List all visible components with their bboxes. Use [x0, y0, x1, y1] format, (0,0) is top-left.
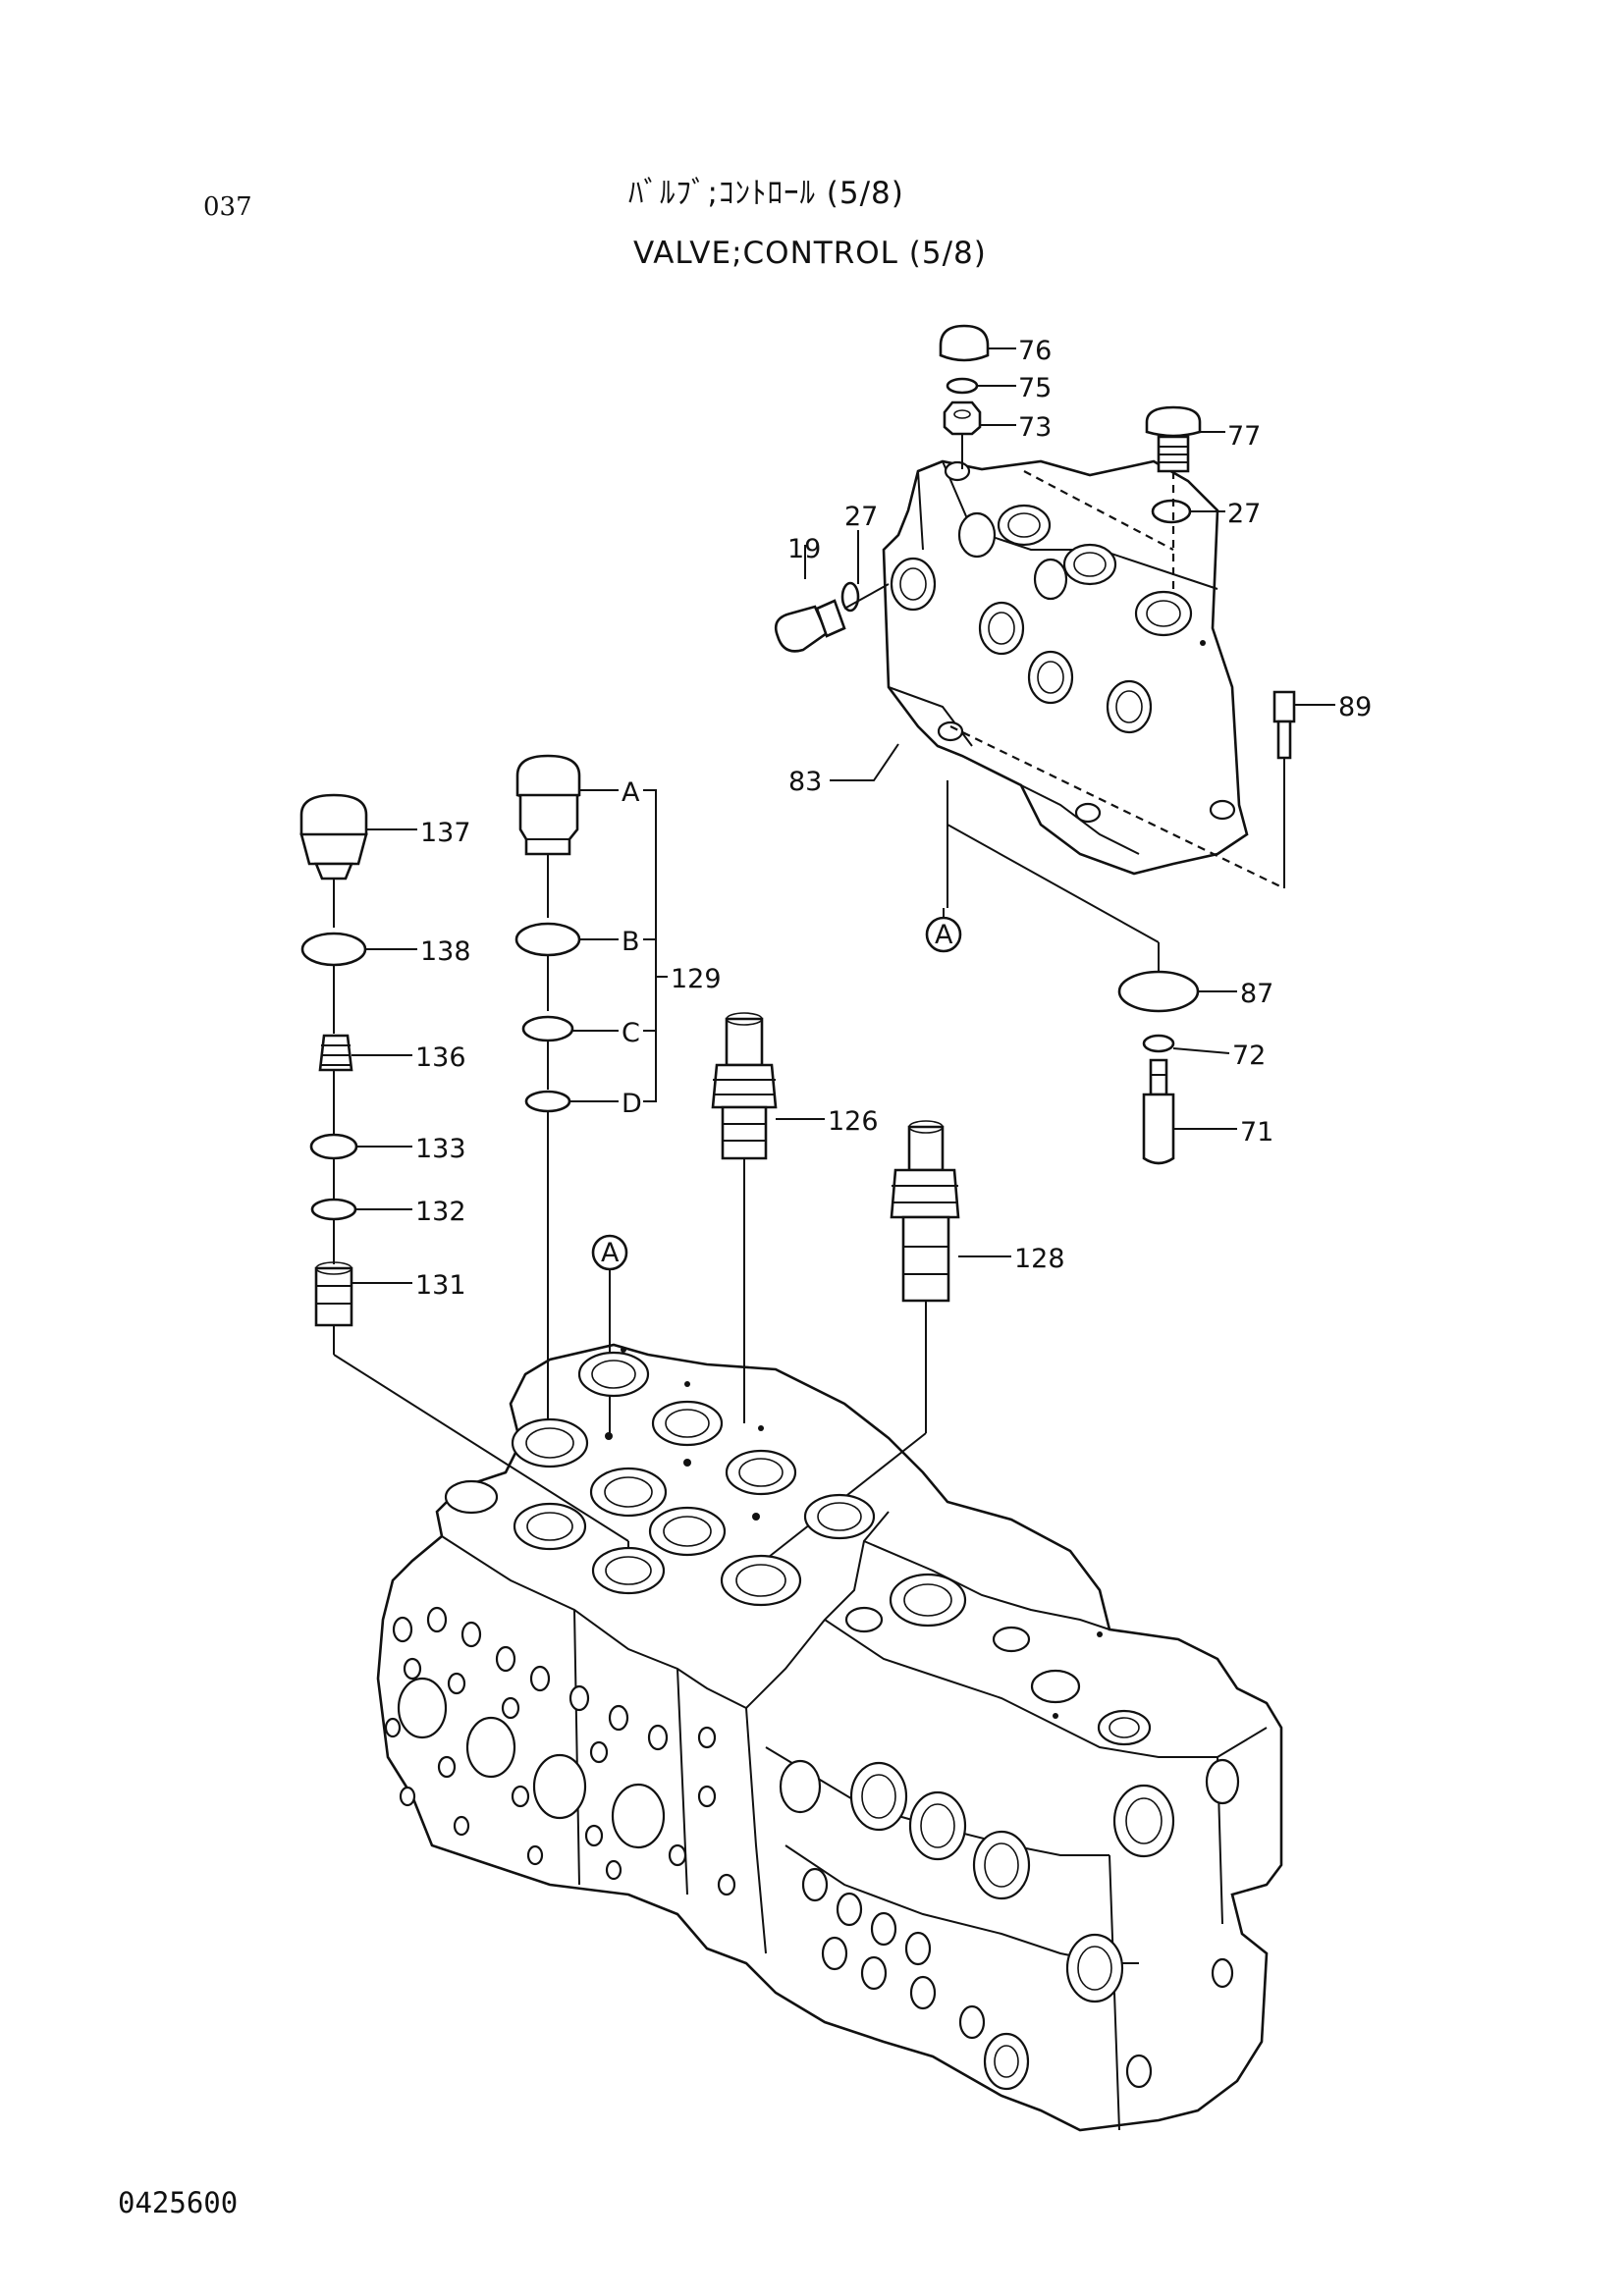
plug-77: [1145, 405, 1202, 473]
o-ring-129c: [521, 1015, 574, 1042]
label-83: 83: [788, 767, 822, 797]
reference-label-a-bottom: A: [601, 1238, 620, 1268]
upper-housing-assembly: [882, 459, 1249, 876]
o-ring-138: [300, 932, 367, 967]
o-ring-132: [310, 1198, 357, 1221]
label-27-right: 27: [1227, 499, 1261, 529]
label-129-b: B: [622, 927, 640, 957]
o-ring-27-right: [1151, 499, 1192, 524]
bolt-89: [1272, 690, 1296, 760]
label-126: 126: [828, 1106, 879, 1137]
label-129-d: D: [622, 1089, 642, 1119]
page-number: 037: [203, 192, 252, 222]
nut-73: [943, 400, 982, 436]
label-87: 87: [1240, 979, 1273, 1009]
washer-75: [946, 377, 979, 395]
valve-cartridge-129a: [515, 754, 581, 856]
label-128: 128: [1014, 1244, 1065, 1274]
label-76: 76: [1018, 336, 1052, 366]
label-129-c: C: [622, 1018, 640, 1048]
label-132: 132: [415, 1197, 466, 1227]
page-title-japanese: ﾊﾞﾙﾌﾞ;ｺﾝﾄﾛｰﾙ (5/8): [628, 176, 904, 211]
figure-code: 0425600: [118, 2186, 239, 2219]
spool-71: [1142, 1058, 1175, 1165]
label-133: 133: [415, 1134, 466, 1164]
o-ring-129d: [524, 1090, 571, 1113]
callout-labels: 76 75 73 77 27 27 19 83 89 A 87 72 71 13…: [415, 336, 1372, 1301]
cap-76: [939, 324, 990, 362]
plug-137: [299, 793, 368, 881]
plug-19: [774, 599, 846, 653]
label-77: 77: [1227, 421, 1261, 452]
label-75: 75: [1018, 373, 1052, 403]
plug-136: [318, 1034, 353, 1072]
label-138: 138: [420, 936, 471, 967]
label-129: 129: [671, 964, 722, 994]
o-ring-129b: [514, 922, 581, 957]
reference-label-a-top: A: [935, 920, 953, 950]
label-72: 72: [1232, 1041, 1266, 1071]
relief-valve-126: [711, 1012, 778, 1160]
page-title-english: VALVE;CONTROL (5/8): [633, 236, 987, 271]
label-71: 71: [1240, 1117, 1273, 1148]
sleeve-131: [314, 1261, 353, 1327]
label-89: 89: [1338, 692, 1372, 722]
o-ring-72: [1142, 1034, 1175, 1053]
label-27-left: 27: [844, 502, 878, 532]
label-136: 136: [415, 1042, 466, 1073]
main-control-valve-body: [376, 1343, 1283, 2132]
label-129-a: A: [622, 777, 640, 808]
label-131: 131: [415, 1270, 466, 1301]
label-19: 19: [787, 534, 821, 564]
relief-valve-128: [890, 1120, 960, 1303]
label-137: 137: [420, 818, 471, 848]
o-ring-87: [1117, 970, 1200, 1013]
label-73: 73: [1018, 412, 1052, 443]
o-ring-133: [309, 1133, 358, 1160]
